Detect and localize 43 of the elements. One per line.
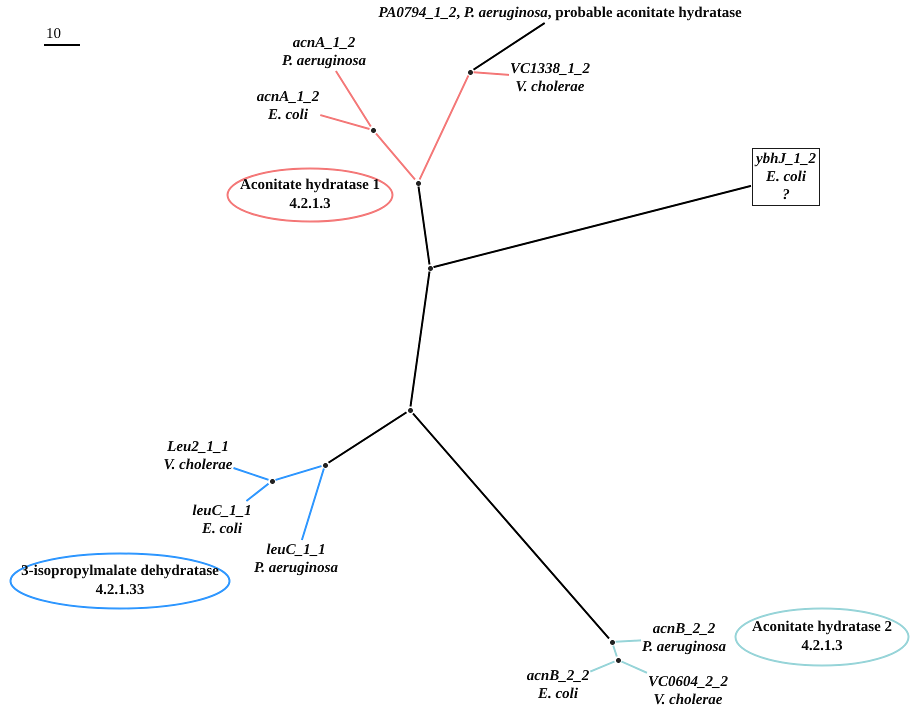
branch-line <box>615 639 642 643</box>
branch-point <box>416 180 420 186</box>
branch-line <box>246 482 270 502</box>
branch-point <box>468 70 472 74</box>
branch-line <box>612 645 618 657</box>
taxon-label: acnB_2_2 E. coli <box>526 667 590 703</box>
branch-line <box>375 132 416 180</box>
branch-line <box>320 114 370 130</box>
branch-line <box>590 660 615 673</box>
branch-point <box>408 408 412 412</box>
taxon-label: acnA_1_2 E. coli <box>256 88 320 124</box>
branch-point <box>370 128 376 132</box>
clade-ellipse: Aconitate hydratase 1 4.2.1.3 <box>226 167 394 223</box>
taxon-label: acnA_1_2 P. aeruginosa <box>282 34 366 70</box>
taxon-label: acnB_2_2 P. aeruginosa <box>642 620 726 656</box>
branch-point <box>616 658 620 662</box>
branch-line <box>418 186 430 265</box>
branch-line <box>410 271 430 407</box>
branch-line <box>412 412 610 640</box>
branch-line <box>335 70 372 128</box>
scale-label: 10 <box>46 26 61 43</box>
taxon-label: VC0604_2_2 V. cholerae <box>648 673 728 709</box>
taxon-label: VC1338_1_2 V. cholerae <box>510 60 590 96</box>
branch-line <box>473 71 510 76</box>
branch-line <box>275 465 322 481</box>
clade-ellipse: 3-isopropylmalate dehydratase 4.2.1.33 <box>9 552 231 610</box>
branch-point <box>322 462 328 468</box>
branch-line <box>472 22 546 71</box>
branch-line <box>328 411 408 464</box>
taxon-box: ybhJ_1_2 E. coli ? <box>752 148 820 206</box>
taxon-label: Leu2_1_1 V. cholerae <box>164 438 232 474</box>
branch-line <box>418 75 470 180</box>
branch-point <box>428 266 432 270</box>
branch-line <box>233 467 269 481</box>
branch-point <box>610 640 614 644</box>
taxon-label: leuC_1_1 E. coli <box>192 502 252 538</box>
taxon-label: PA0794_1_2, P. aeruginosa, probable aconitate hydratase <box>378 4 742 22</box>
branch-line <box>433 184 752 268</box>
clade-ellipse: Aconitate hydratase 2 4.2.1.3 <box>734 607 910 667</box>
taxon-label: leuC_1_1 P. aeruginosa <box>254 541 338 577</box>
branch-line <box>621 660 648 674</box>
branch-line <box>300 468 325 540</box>
branch-point <box>270 478 274 484</box>
